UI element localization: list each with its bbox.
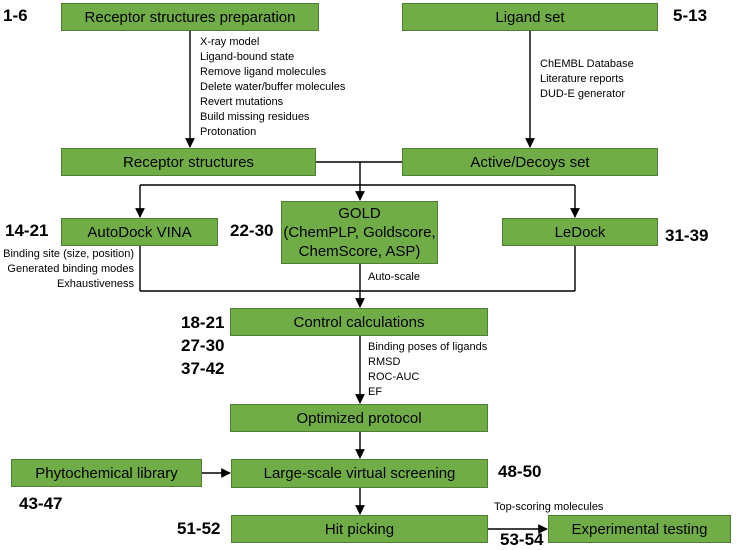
box-optimized-label: Optimized protocol	[296, 409, 422, 427]
note-param: Exhaustiveness	[56, 278, 134, 290]
box-gold: GOLD (ChemPLP, Goldscore, ChemScore, ASP…	[281, 201, 438, 264]
note-vina-params: Binding site (size, position) Generated …	[0, 247, 134, 292]
note-step: Delete water/buffer molecules	[200, 81, 346, 93]
note-step: Remove ligand molecules	[200, 66, 326, 78]
ref-51-52: 51-52	[177, 519, 221, 538]
ref-5-13: 5-13	[673, 6, 708, 25]
box-autodock-label: AutoDock VINA	[87, 223, 192, 241]
note-param: Binding site (size, position)	[3, 248, 134, 260]
ref-18-21: 18-21	[181, 313, 225, 332]
ref-43-47: 43-47	[19, 494, 63, 513]
note-metric: RMSD	[368, 356, 401, 368]
note-step: X-ray model	[200, 36, 260, 48]
box-ligand-set: Ligand set	[402, 3, 658, 31]
box-gold-line-2: (ChemPLP, Goldscore,	[283, 224, 436, 241]
note-top-scoring: Top-scoring molecules	[494, 501, 604, 513]
box-hit-picking: Hit picking	[231, 515, 488, 543]
note-metric: EF	[368, 386, 383, 398]
note-gold-param: Auto-scale	[368, 271, 420, 283]
note-metric: Binding poses of ligands	[368, 341, 488, 353]
note-source: DUD-E generator	[540, 88, 625, 100]
box-gold-line-3: ChemScore, ASP)	[298, 243, 421, 260]
box-active-decoys: Active/Decoys set	[402, 148, 658, 176]
note-param: Generated binding modes	[7, 263, 134, 275]
ref-48-50: 48-50	[498, 462, 542, 481]
box-control-label: Control calculations	[293, 313, 425, 331]
box-receptor-prep-label: Receptor structures preparation	[84, 8, 296, 26]
note-step: Ligand-bound state	[200, 51, 295, 63]
box-autodock: AutoDock VINA	[61, 218, 218, 246]
note-ligand-sources: ChEMBL Database Literature reports DUD-E…	[540, 57, 634, 102]
box-experimental-label: Experimental testing	[571, 520, 708, 538]
note-step: Protonation	[200, 126, 257, 138]
note-source: Literature reports	[540, 73, 624, 85]
box-phyto: Phytochemical library	[11, 459, 202, 487]
box-receptor-structures: Receptor structures	[61, 148, 316, 176]
ref-31-39: 31-39	[665, 226, 709, 245]
box-ligand-set-label: Ligand set	[495, 8, 565, 26]
note-control-metrics: Binding poses of ligands RMSD ROC-AUC EF	[368, 340, 487, 400]
ref-14-21: 14-21	[5, 221, 49, 240]
ref-27-30: 27-30	[181, 336, 225, 355]
note-source: ChEMBL Database	[540, 58, 634, 70]
note-step: Revert mutations	[200, 96, 284, 108]
ref-22-30: 22-30	[230, 221, 274, 240]
box-experimental: Experimental testing	[548, 515, 731, 543]
box-large-scale: Large-scale virtual screening	[231, 459, 488, 488]
note-step: Build missing residues	[200, 111, 310, 123]
ref-53-54: 53-54	[500, 530, 544, 549]
ref-1-6: 1-6	[3, 6, 28, 25]
box-optimized: Optimized protocol	[230, 404, 488, 432]
box-phyto-label: Phytochemical library	[35, 464, 178, 482]
box-large-scale-label: Large-scale virtual screening	[263, 465, 456, 482]
note-metric: ROC-AUC	[368, 371, 420, 383]
box-receptor-structures-label: Receptor structures	[123, 153, 254, 171]
box-active-decoys-label: Active/Decoys set	[470, 153, 590, 171]
box-control: Control calculations	[230, 308, 488, 336]
box-ledock-label: LeDock	[554, 223, 606, 241]
note-receptor-prep-steps: X-ray model Ligand-bound state Remove li…	[200, 35, 345, 140]
ref-37-42: 37-42	[181, 359, 225, 378]
box-receptor-prep: Receptor structures preparation	[61, 3, 319, 31]
box-ledock: LeDock	[502, 218, 658, 246]
box-hit-picking-label: Hit picking	[324, 520, 395, 538]
box-gold-line-1: GOLD	[338, 205, 381, 222]
